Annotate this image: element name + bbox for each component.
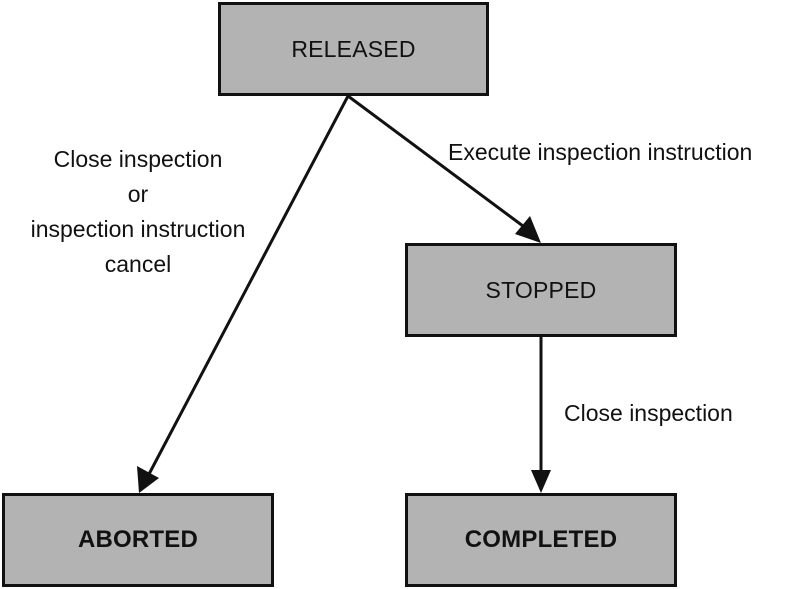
arrowhead-aborted bbox=[137, 466, 159, 493]
transition-label-abort: Close inspection or inspection instructi… bbox=[0, 142, 276, 282]
transition-label-abort-line1: Close inspection bbox=[53, 146, 223, 172]
transition-label-abort-line2: or bbox=[127, 181, 149, 207]
state-released: RELEASED bbox=[218, 2, 489, 96]
arrow-released-to-stopped bbox=[347, 94, 528, 231]
arrowhead-completed bbox=[531, 470, 551, 493]
transition-label-execute: Execute inspection instruction bbox=[448, 139, 753, 165]
state-aborted-label: ABORTED bbox=[77, 526, 199, 553]
arrowhead-stopped bbox=[515, 216, 541, 243]
state-released-label: RELEASED bbox=[291, 35, 416, 62]
transition-label-abort-line3: inspection instruction bbox=[30, 216, 246, 242]
transition-label-close: Close inspection bbox=[564, 400, 733, 426]
state-stopped-label: STOPPED bbox=[485, 276, 597, 303]
state-stopped: STOPPED bbox=[405, 243, 677, 337]
state-completed-label: COMPLETED bbox=[464, 526, 618, 553]
transition-label-abort-line4: cancel bbox=[104, 251, 172, 277]
arrow-released-to-aborted bbox=[146, 95, 350, 477]
state-completed: COMPLETED bbox=[405, 493, 677, 587]
state-aborted: ABORTED bbox=[2, 493, 274, 587]
